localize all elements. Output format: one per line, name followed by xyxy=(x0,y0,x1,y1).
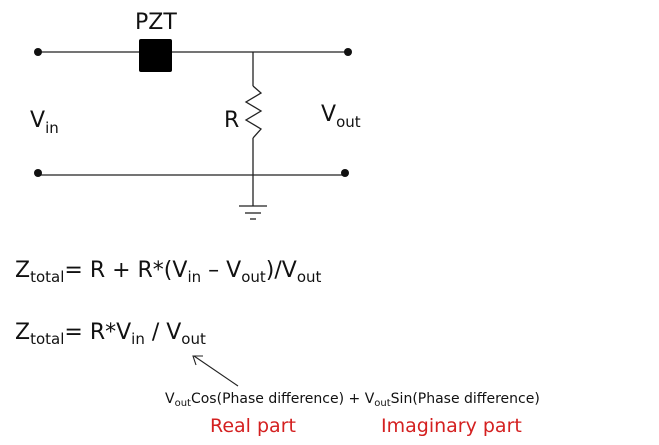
arrow-head-icon xyxy=(192,355,203,366)
eq1-z: Z xyxy=(15,258,31,283)
ann-v2-sub: out xyxy=(374,398,391,409)
eq2-z: Z xyxy=(15,320,31,345)
terminal-vout-top xyxy=(344,48,352,56)
equation-1: Ztotal= R + R*(Vin – Vout)/Vout xyxy=(15,258,321,286)
real-part-label: Real part xyxy=(210,415,296,437)
eq2-z-sub: total xyxy=(30,330,65,348)
pzt-element xyxy=(139,39,172,72)
terminal-vin-bottom xyxy=(34,169,42,177)
eq2-sub2: out xyxy=(181,330,206,348)
ann-v1-sub: out xyxy=(174,398,191,409)
eq1-part1: = R + R*(V xyxy=(64,258,188,283)
pzt-label: PZT xyxy=(135,10,177,35)
annotation-arrow xyxy=(193,355,239,387)
equation-2: Ztotal= R*Vin / Vout xyxy=(15,320,206,348)
eq2-sub1: in xyxy=(131,330,145,348)
eq2-part1: = R*V xyxy=(64,320,132,345)
imaginary-part-label: Imaginary part xyxy=(381,415,522,437)
eq1-sub2: out xyxy=(241,268,266,286)
vout-main: V xyxy=(321,102,337,127)
eq1-sub3: out xyxy=(296,268,322,286)
resistor-label: R xyxy=(224,108,240,133)
terminal-vout-bottom xyxy=(341,169,349,177)
vout-label: Vout xyxy=(321,102,361,131)
resistor-zigzag xyxy=(244,85,263,139)
ann-sin-term: Sin(Phase difference) xyxy=(390,391,540,407)
ann-cos-term: Cos(Phase difference) + xyxy=(190,391,365,407)
ann-v2: V xyxy=(364,391,375,407)
eq1-sub1: in xyxy=(187,268,202,286)
phase-annotation: VoutCos(Phase difference) + VoutSin(Phas… xyxy=(165,391,540,409)
terminal-vin-top xyxy=(34,48,42,56)
vin-sub: in xyxy=(45,119,59,137)
eq1-part2: – V xyxy=(201,258,242,283)
vin-main: V xyxy=(30,108,46,133)
vin-label: Vin xyxy=(30,108,59,137)
eq1-z-sub: total xyxy=(30,268,65,286)
ann-v1: V xyxy=(165,391,175,407)
vout-sub: out xyxy=(336,113,361,131)
eq1-part3: )/V xyxy=(265,258,297,283)
eq2-part2: / V xyxy=(144,320,182,345)
